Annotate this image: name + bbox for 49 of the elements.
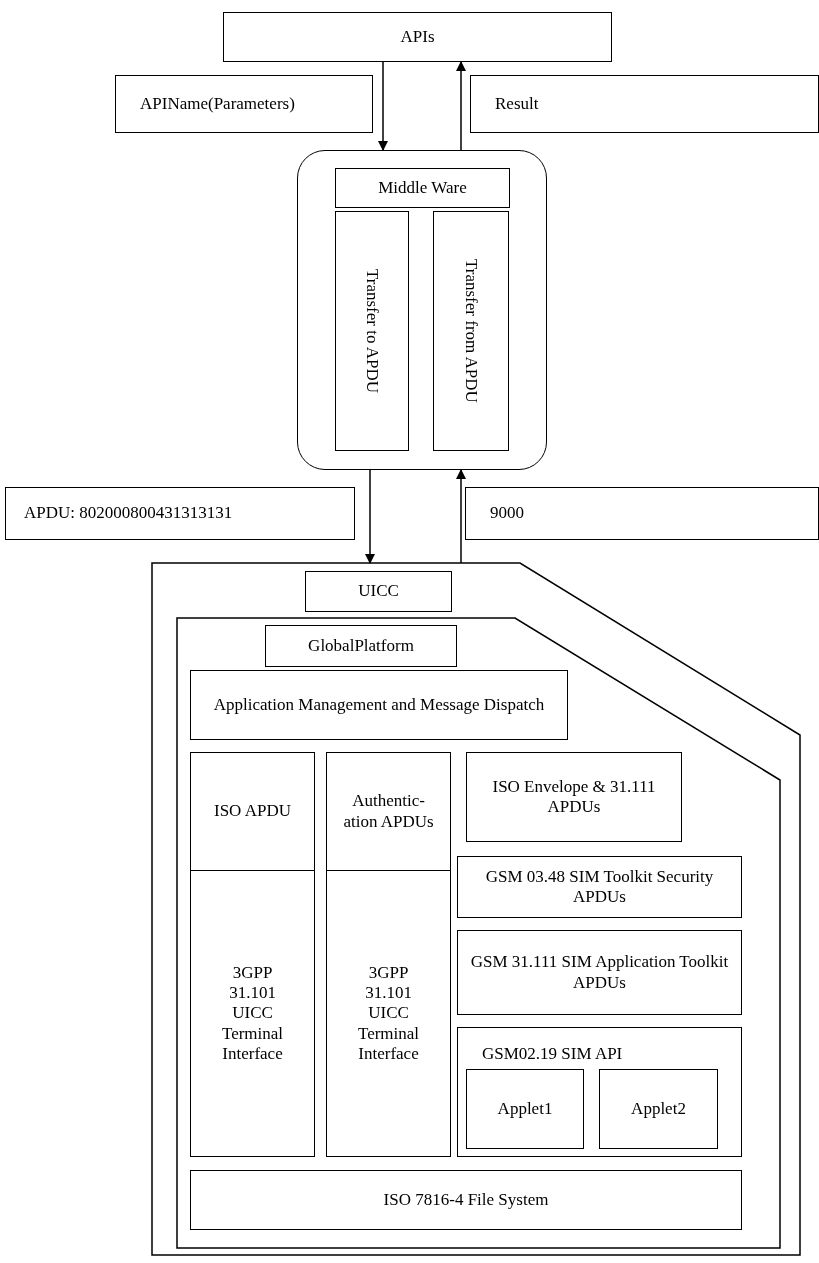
applet-box <box>466 1069 584 1149</box>
box-label: Applet1 <box>496 1097 554 1120</box>
box-label: 3GPP 31.101 UICC Terminal Interface <box>220 961 285 1066</box>
middleware-panel <box>297 150 547 470</box>
box-label: Applet2 <box>630 1097 687 1120</box>
title-box <box>265 625 457 667</box>
card-outline <box>152 563 800 1255</box>
arrow <box>455 60 467 151</box>
box-label: GSM 31.111 SIM Application Toolkit APDUs <box>469 951 730 994</box>
title-box <box>305 571 452 612</box>
arrow <box>364 469 376 565</box>
box-label: APIs <box>399 25 436 48</box>
box-label: APDU: 802000800431313131 <box>23 502 234 525</box>
box-label: UICC <box>357 580 400 603</box>
box-label: Middle Ware <box>377 176 468 199</box>
layer-box <box>457 930 742 1015</box>
box-label: 9000 <box>489 502 525 525</box>
api-panel <box>457 1027 742 1157</box>
column-heading: ISO APDU <box>191 753 314 871</box>
layer-box <box>457 856 742 918</box>
box-label: GlobalPlatform <box>307 634 415 657</box>
layer-outline <box>177 618 780 1248</box>
layer-box <box>190 670 568 740</box>
box-label: Application Management and Message Dispatch <box>212 693 546 716</box>
box-label: Transfer from APDU <box>461 258 483 405</box>
column-heading: Authentic-ation APDUs <box>327 753 450 871</box>
title-box <box>335 168 510 208</box>
layer-box <box>466 752 682 842</box>
box-label: ISO 7816-4 File System <box>382 1188 550 1211</box>
result-box <box>470 75 819 133</box>
stack-column <box>190 752 315 1157</box>
stack-column <box>326 752 451 1157</box>
box-label: Transfer to APDU <box>362 267 384 395</box>
arrow <box>377 61 389 152</box>
box-label: Result <box>494 92 540 115</box>
arrow <box>455 468 467 564</box>
process-box <box>335 211 409 451</box>
call-box <box>115 75 373 133</box>
box-label: ISO Envelope & 31.111 APDUs <box>491 775 657 818</box>
box-label: APIName(Parameters) <box>139 92 296 115</box>
applet-box <box>599 1069 718 1149</box>
process-box <box>433 211 509 451</box>
box-label: GSM02.19 SIM API <box>481 1043 624 1065</box>
box-label: GSM 03.48 SIM Toolkit Security APDUs <box>484 865 715 908</box>
layer-box <box>190 1170 742 1230</box>
api-box <box>223 12 612 62</box>
command-box <box>5 487 355 540</box>
status-box <box>465 487 819 540</box>
box-label: 3GPP 31.101 UICC Terminal Interface <box>356 961 421 1066</box>
